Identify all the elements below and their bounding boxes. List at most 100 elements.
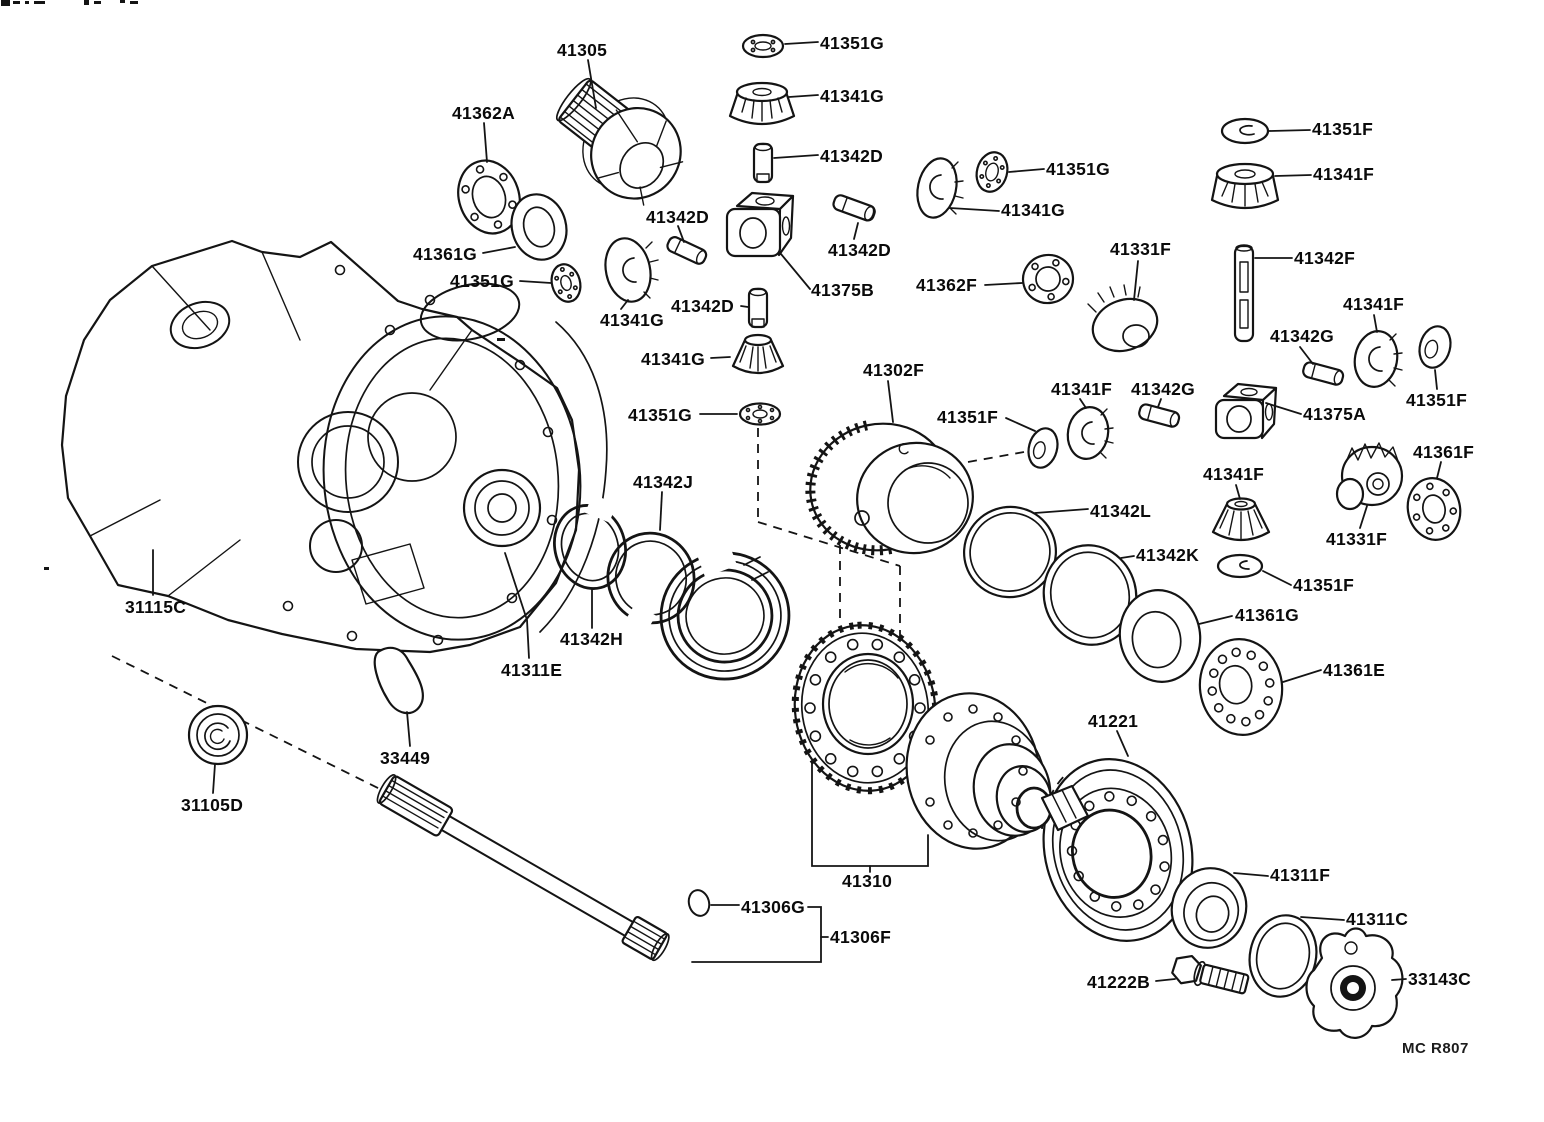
side-gear-41341f-1 bbox=[1210, 162, 1280, 210]
part-label-33143c: 33143C bbox=[1408, 969, 1472, 989]
bracket-41306 bbox=[691, 904, 829, 963]
side-gear-41341g-4 bbox=[731, 333, 785, 375]
part-label-41361e: 41361E bbox=[1323, 660, 1386, 680]
spider-41375a bbox=[1214, 382, 1278, 440]
part-label-41342h: 41342H bbox=[560, 629, 624, 649]
magnet-33449 bbox=[373, 646, 425, 715]
pinion-shaft-41342d-4 bbox=[747, 287, 769, 329]
part-label-41342f: 41342F bbox=[1294, 248, 1356, 268]
part-label-41221: 41221 bbox=[1088, 711, 1139, 731]
thrust-washer-41351g-4 bbox=[738, 402, 782, 426]
pinion-shaft-41342d-1 bbox=[752, 142, 774, 184]
bearing-race-41362f bbox=[1021, 253, 1075, 305]
shim-41342l bbox=[962, 505, 1058, 599]
shim-41342k bbox=[1042, 544, 1138, 646]
pinion-gear-41341f-2 bbox=[1353, 330, 1403, 388]
part-label-41351f-2: 41351F bbox=[1406, 390, 1468, 410]
part-label-41342d-4: 41342D bbox=[671, 296, 735, 316]
bolt-41222b bbox=[1171, 954, 1250, 995]
thrust-washer-41351g-2 bbox=[975, 151, 1009, 193]
part-label-41351g-3: 41351G bbox=[450, 271, 515, 291]
part-label-41375a: 41375A bbox=[1303, 404, 1367, 424]
snap-ring-41342j bbox=[606, 531, 696, 635]
part-label-41351g-1: 41351G bbox=[820, 33, 885, 53]
drawing-code: MC R807 bbox=[1402, 1040, 1469, 1057]
hidden-guide-lines bbox=[111, 428, 1025, 793]
part-label-41341g-2: 41341G bbox=[1001, 200, 1066, 220]
part-label-41341g-3: 41341G bbox=[600, 310, 665, 330]
drive-pinion-41331f-2 bbox=[1335, 442, 1404, 511]
part-label-41342k: 41342K bbox=[1136, 545, 1200, 565]
bearing-race-41362a bbox=[457, 159, 521, 235]
diff-flange-plate bbox=[791, 621, 940, 795]
part-label-41310: 41310 bbox=[842, 871, 893, 891]
transaxle-case-31115c bbox=[60, 239, 608, 654]
part-label-41342g-2: 41342G bbox=[1131, 379, 1196, 399]
part-label-41342d-2: 41342D bbox=[646, 207, 710, 227]
part-label-41305: 41305 bbox=[557, 40, 608, 60]
part-label-41351g-4: 41351G bbox=[628, 405, 693, 425]
breather-filter-41305 bbox=[555, 77, 684, 206]
snap-ring-41306g bbox=[687, 889, 711, 917]
part-label-41362f: 41362F bbox=[916, 275, 978, 295]
part-label-41351f-1: 41351F bbox=[1312, 119, 1374, 139]
part-label-41341f-4: 41341F bbox=[1203, 464, 1265, 484]
part-label-41341f-1: 41341F bbox=[1313, 164, 1375, 184]
bearing-retainer-41361e bbox=[1198, 638, 1284, 736]
spacer-rings-33481 bbox=[659, 542, 791, 681]
final-gear-41302f bbox=[805, 420, 974, 556]
part-label-31105d: 31105D bbox=[181, 795, 244, 815]
part-label-41351g-2: 41351G bbox=[1046, 159, 1111, 179]
washer-41351f-3 bbox=[1027, 427, 1059, 469]
part-label-41361g-1: 41361G bbox=[413, 244, 478, 264]
o-ring-41311c bbox=[1248, 914, 1318, 998]
part-label-41361g-2: 41361G bbox=[1235, 605, 1300, 625]
speedo-drive-33143c bbox=[1305, 927, 1404, 1039]
part-label-31115c: 31115C bbox=[125, 597, 187, 617]
pinion-shaft-41342d-2 bbox=[666, 236, 708, 265]
part-label-41351f-3: 41351F bbox=[937, 407, 999, 427]
thrust-washer-41351g-1 bbox=[741, 33, 785, 59]
pinion-shaft-41342d-3 bbox=[832, 194, 876, 222]
part-label-41342d-1: 41342D bbox=[820, 146, 884, 166]
part-label-41222b: 41222B bbox=[1087, 972, 1151, 992]
part-label-41341g-1: 41341G bbox=[820, 86, 885, 106]
part-label-41342g-1: 41342G bbox=[1270, 326, 1335, 346]
part-label-41362a: 41362A bbox=[452, 103, 516, 123]
part-label-41342j: 41342J bbox=[633, 472, 694, 492]
part-label-41341g-4: 41341G bbox=[641, 349, 706, 369]
bearing-41311f bbox=[1170, 867, 1248, 949]
part-label-41311f: 41311F bbox=[1270, 865, 1331, 885]
part-label-41342d-3: 41342D bbox=[828, 240, 892, 260]
washer-41351f-2 bbox=[1418, 325, 1452, 369]
part-label-41302f: 41302F bbox=[863, 360, 925, 380]
pinion-shaft-41342g-1 bbox=[1302, 361, 1345, 386]
part-label-41351f-4: 41351F bbox=[1293, 575, 1355, 595]
cropped-header-marks bbox=[1, 0, 505, 570]
part-label-41306f: 41306F bbox=[830, 927, 892, 947]
part-label-41311e: 41311E bbox=[501, 660, 563, 680]
pinion-shaft-41342f bbox=[1233, 244, 1255, 343]
part-label-41341f-2: 41341F bbox=[1343, 294, 1405, 314]
side-gear-41341g-1 bbox=[728, 81, 796, 126]
part-label-41311c: 41311C bbox=[1346, 909, 1409, 929]
side-bearing-41311e bbox=[462, 468, 542, 548]
axle-shaft-41306f bbox=[376, 774, 670, 962]
part-label-41375b: 41375B bbox=[811, 280, 875, 300]
diff-case-41310 bbox=[905, 692, 1090, 850]
part-label-33449: 33449 bbox=[380, 748, 431, 768]
side-gear-41341f-4 bbox=[1211, 497, 1271, 542]
part-label-41361f: 41361F bbox=[1413, 442, 1475, 462]
part-label-41331f-2: 41331F bbox=[1326, 529, 1388, 549]
drive-pinion-41331f-1 bbox=[1087, 284, 1159, 353]
ring-41361g-1 bbox=[510, 193, 568, 261]
pinion-gear-41341g-2 bbox=[916, 157, 964, 219]
leader-lines bbox=[152, 41, 1442, 982]
washer-41351f-1 bbox=[1220, 117, 1270, 145]
bearing-race-41361f bbox=[1406, 477, 1462, 541]
part-label-41342l: 41342L bbox=[1090, 501, 1152, 521]
part-label-41306g: 41306G bbox=[741, 897, 806, 917]
snap-ring-41342h bbox=[553, 494, 627, 590]
thrust-washer-41351g-3 bbox=[550, 263, 582, 303]
